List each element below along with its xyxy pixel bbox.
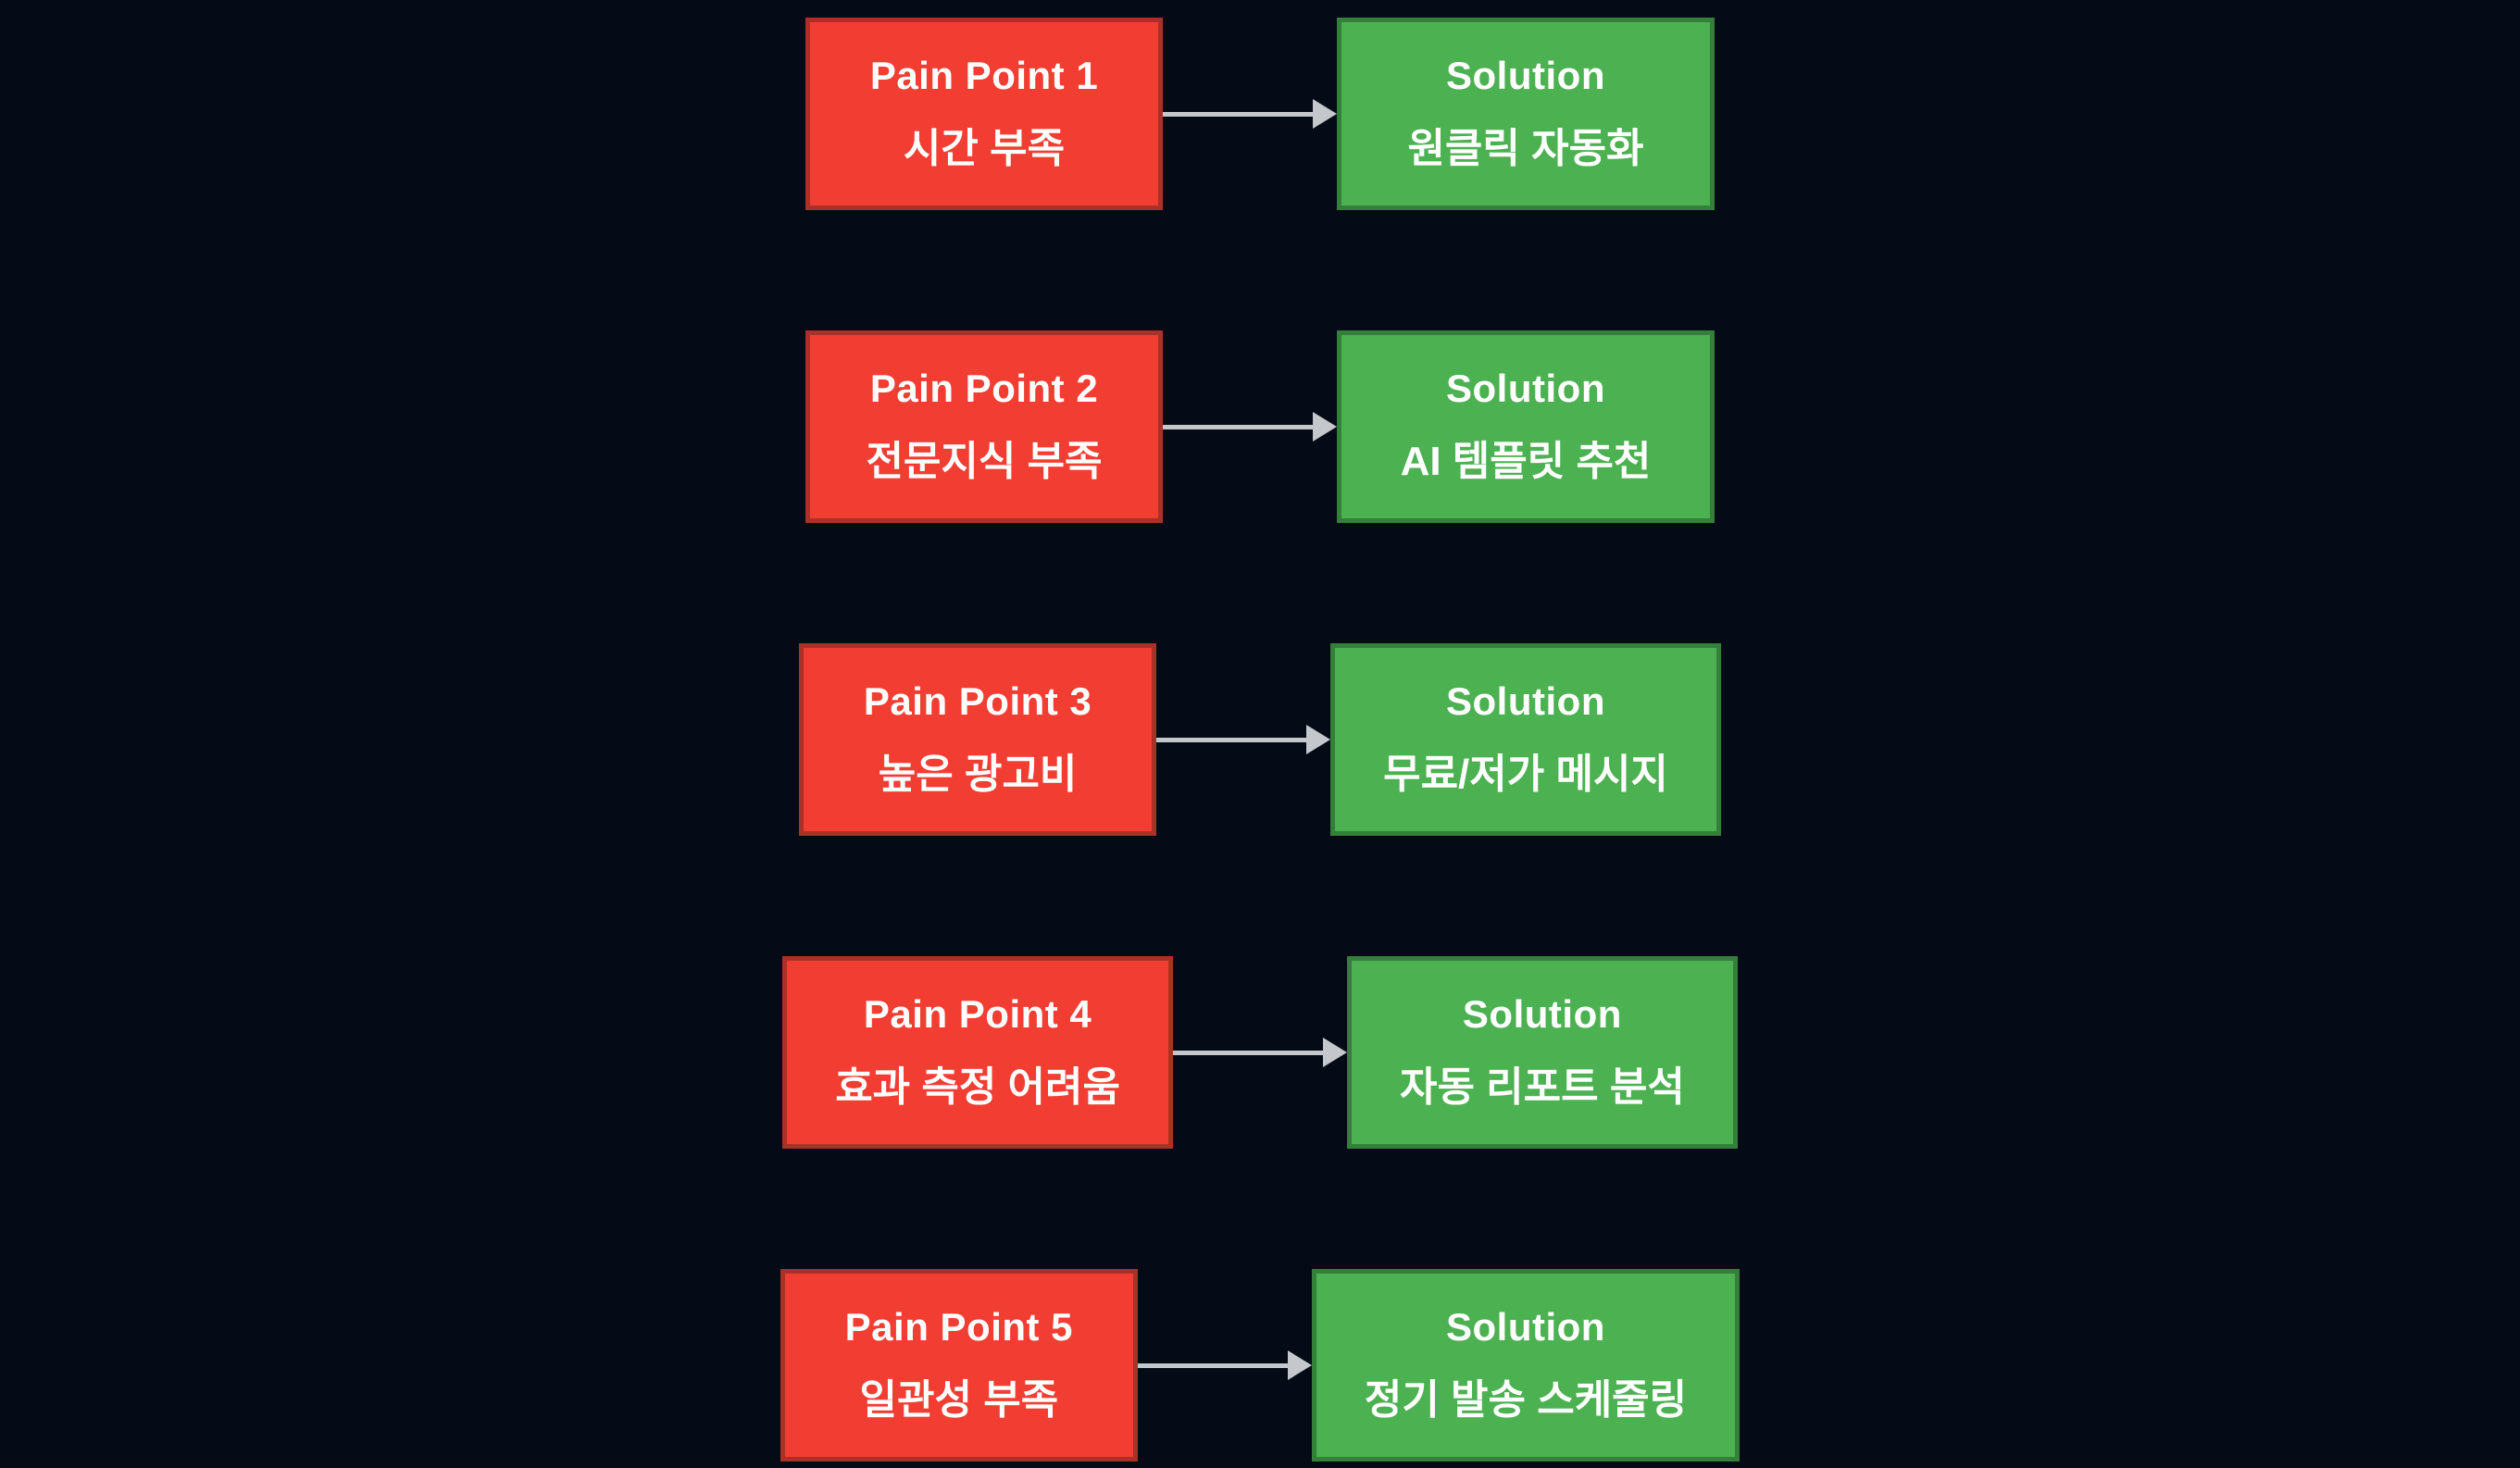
pain-point-title: Pain Point 2 — [869, 367, 1099, 410]
arrow-line — [1163, 424, 1313, 429]
pain-point-subtitle: 전문지식 부족 — [866, 439, 1103, 484]
flow-row: Pain Point 5 일관성 부족 Solution 정기 발송 스케줄링 — [0, 1269, 2520, 1462]
solution-subtitle: AI 템플릿 추천 — [1400, 439, 1652, 484]
arrow-connector — [1156, 725, 1331, 754]
solution-box: Solution 정기 발송 스케줄링 — [1311, 1269, 1740, 1462]
arrowhead-icon — [1287, 1350, 1312, 1380]
flow-row: Pain Point 3 높은 광고비 Solution 무료/저가 메시지 — [0, 643, 2520, 836]
arrow-connector — [1163, 99, 1337, 129]
solution-title: Solution — [1446, 367, 1605, 410]
arrow-line — [1163, 111, 1313, 117]
solution-title: Solution — [1446, 54, 1605, 97]
pain-point-subtitle: 높은 광고비 — [878, 752, 1078, 797]
solution-subtitle: 무료/저가 메시지 — [1383, 752, 1668, 797]
pain-point-title: Pain Point 5 — [844, 1305, 1074, 1349]
pain-point-title: Pain Point 3 — [863, 679, 1092, 723]
arrowhead-icon — [1313, 412, 1337, 442]
arrow-connector — [1173, 1038, 1347, 1067]
arrow-line — [1137, 1362, 1288, 1368]
solution-title: Solution — [1446, 1305, 1605, 1349]
pain-point-box: Pain Point 5 일관성 부족 — [780, 1269, 1138, 1462]
arrow-line — [1156, 737, 1307, 742]
flow-row: Pain Point 2 전문지식 부족 Solution AI 템플릿 추천 — [0, 330, 2520, 523]
flow-row: Pain Point 1 시간 부족 Solution 원클릭 자동화 — [0, 18, 2520, 210]
solution-subtitle: 자동 리포트 분석 — [1400, 1064, 1685, 1110]
pain-point-title: Pain Point 4 — [863, 992, 1092, 1036]
arrow-connector — [1163, 412, 1337, 442]
arrowhead-icon — [1313, 99, 1337, 129]
solution-subtitle: 정기 발송 스케줄링 — [1364, 1377, 1688, 1423]
pain-point-subtitle: 효과 측정 어려움 — [835, 1064, 1120, 1110]
flow-row: Pain Point 4 효과 측정 어려움 Solution 자동 리포트 분… — [0, 956, 2520, 1149]
solution-box: Solution 무료/저가 메시지 — [1330, 643, 1721, 836]
pain-point-title: Pain Point 1 — [869, 54, 1099, 97]
pain-point-subtitle: 시간 부족 — [903, 126, 1066, 171]
solution-box: Solution 자동 리포트 분석 — [1347, 956, 1738, 1149]
arrowhead-icon — [1306, 725, 1331, 754]
solution-box: Solution 원클릭 자동화 — [1337, 18, 1715, 210]
arrow-line — [1173, 1050, 1323, 1055]
pain-point-subtitle: 일관성 부족 — [859, 1377, 1059, 1423]
pain-point-box: Pain Point 4 효과 측정 어려움 — [782, 956, 1173, 1149]
pain-point-box: Pain Point 1 시간 부족 — [805, 18, 1163, 210]
solution-title: Solution — [1446, 679, 1605, 723]
pain-point-box: Pain Point 2 전문지식 부족 — [805, 330, 1163, 523]
solution-title: Solution — [1462, 992, 1622, 1036]
solution-subtitle: 원클릭 자동화 — [1407, 126, 1644, 171]
arrow-connector — [1137, 1350, 1312, 1380]
pain-point-box: Pain Point 3 높은 광고비 — [799, 643, 1157, 836]
arrowhead-icon — [1323, 1038, 1347, 1067]
solution-box: Solution AI 템플릿 추천 — [1337, 330, 1715, 523]
